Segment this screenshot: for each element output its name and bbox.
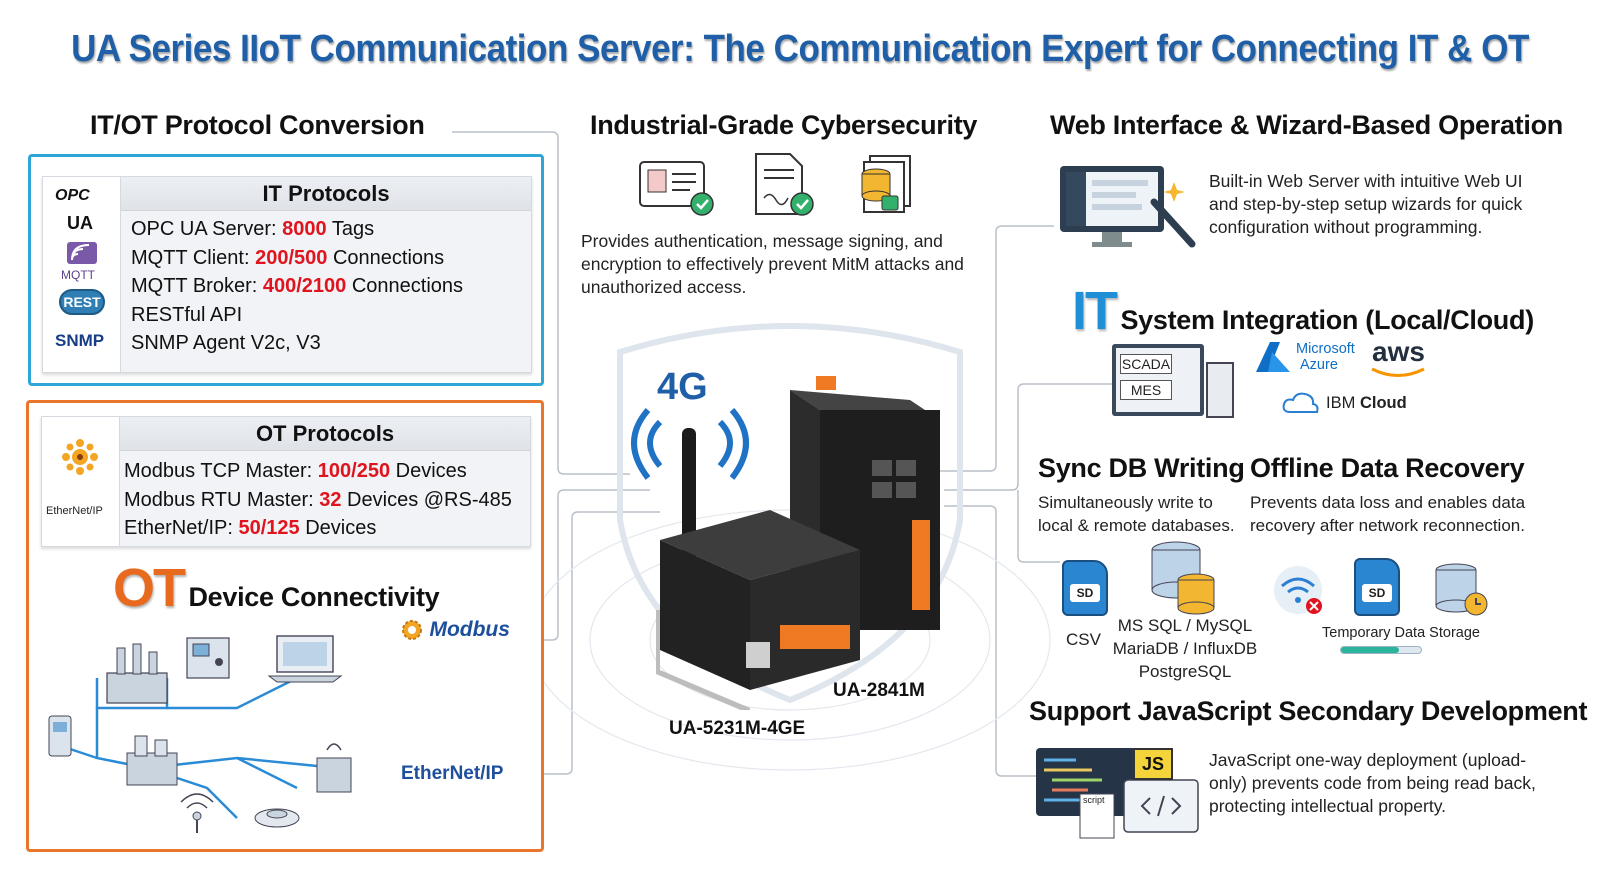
ot-protocols-box: EtherNet/IP OT Protocols Modbus TCP Mast…	[26, 400, 544, 852]
mqtt-icon: MQTT	[61, 268, 95, 282]
ibm-cloud-label: IBM Cloud	[1326, 394, 1407, 412]
list-item: Modbus TCP Master: 100/250 Devices	[124, 460, 467, 482]
aws-logo: aws	[1372, 336, 1425, 367]
page-title: UA Series IIoT Communication Server: The…	[71, 28, 1529, 70]
server-tower-icon	[1206, 362, 1234, 418]
badge-4g: 4G	[657, 366, 708, 408]
wifi-off-icon	[1274, 566, 1322, 614]
it-integration-text: System Integration (Local/Cloud)	[1120, 305, 1534, 335]
cybersecurity-text: Provides authentication, message signing…	[581, 231, 964, 297]
signed-document-icon	[755, 153, 814, 216]
modbus-gear-icon	[402, 620, 422, 640]
hmi-panel-icon	[186, 637, 230, 679]
it-protocols-panel: OPC UA MQTT REST SNMP IT Protocols OPC U…	[42, 176, 532, 373]
list-item: Modbus RTU Master: 32 Devices @RS-485	[124, 488, 512, 511]
device-illustration	[631, 376, 940, 710]
wireless-signal-icon	[631, 408, 749, 480]
gear-cluster-icon	[62, 439, 98, 475]
encrypted-database-icon	[861, 155, 911, 213]
ethernetip-small-icon: EtherNet/IP	[46, 505, 103, 517]
id-card-check-icon	[639, 161, 714, 216]
line-device-to-db	[1017, 490, 1060, 563]
monitor-wizard-icon	[1060, 166, 1196, 248]
ot-protocols-heading: OT Protocols	[120, 417, 530, 451]
model-ua-2841m: UA-2841M	[833, 680, 925, 701]
protocol-conversion-heading: IT/OT Protocol Conversion	[90, 110, 425, 140]
line-ethernetip-to-device	[520, 511, 660, 775]
model-ua-5231m-4ge: UA-5231M-4GE	[669, 718, 806, 739]
snmp-icon: SNMP	[55, 331, 105, 350]
line-device-to-it	[944, 383, 1112, 491]
code-editor-icon	[1036, 748, 1199, 839]
ot-connectivity-text: Device Connectivity	[188, 582, 440, 612]
factory-icon	[106, 643, 168, 704]
opc-icon: OPC	[55, 187, 90, 204]
database-list: MS SQL / MySQL MariaDB / InfluxDB Postgr…	[1112, 616, 1258, 681]
wireless-sensor-icon	[180, 793, 214, 833]
line-device-to-webui	[940, 225, 1054, 472]
ua-5231m-4ge-device	[656, 510, 860, 710]
azure-icon	[1256, 342, 1290, 372]
js-badge-icon: JS	[1133, 748, 1173, 780]
camera-antenna-icon	[316, 743, 352, 793]
storage-progress-fill	[1341, 647, 1399, 653]
offline-recovery-heading: Offline Data Recovery	[1250, 453, 1525, 483]
smoke-detector-icon	[254, 808, 300, 828]
cybersecurity-heading: Industrial-Grade Cybersecurity	[590, 110, 978, 140]
temporary-storage-label: Temporary Data Storage	[1322, 625, 1480, 641]
it-big-label: IT	[1072, 281, 1118, 341]
sd-card-icon: SD	[1062, 560, 1108, 616]
ot-big-label: OT	[113, 558, 186, 618]
sync-db-text: Simultaneously write to local & remote d…	[1038, 493, 1235, 535]
list-item: OPC UA Server: 8000 Tags	[131, 218, 375, 240]
line-protocol-to-device	[452, 131, 630, 475]
tank-plant-icon	[126, 735, 178, 786]
cybersecurity-icons	[639, 153, 911, 216]
csv-label: CSV	[1066, 630, 1101, 649]
list-item: MQTT Client: 200/500 Connections	[131, 246, 445, 269]
azure-label: Microsoft Azure	[1296, 341, 1355, 373]
js-text: JavaScript one-way deployment (upload-on…	[1209, 750, 1536, 816]
ibm-cloud-icon	[1282, 392, 1319, 413]
laptop-icon	[267, 635, 343, 683]
scada-mes-monitor: SCADA MES	[1112, 344, 1204, 416]
list-item: SNMP Agent V2c, V3	[131, 332, 321, 354]
list-item: EtherNet/IP: 50/125 Devices	[124, 517, 377, 539]
web-ui-text: Built-in Web Server with intuitive Web U…	[1209, 171, 1523, 237]
it-protocols-heading: IT Protocols	[121, 177, 531, 211]
ua-icon: UA	[67, 213, 93, 233]
ot-protocols-panel: EtherNet/IP OT Protocols Modbus TCP Mast…	[41, 416, 531, 547]
script-label: script	[1083, 795, 1105, 805]
modbus-label: Modbus	[429, 618, 510, 641]
list-item: MQTT Broker: 400/2100 Connections	[131, 275, 464, 297]
ot-connectivity-heading: OT Device Connectivity	[113, 558, 440, 618]
it-protocols-box: OPC UA MQTT REST SNMP IT Protocols OPC U…	[28, 154, 544, 386]
magic-wand-icon	[1150, 198, 1196, 248]
aws-smile-icon	[1371, 367, 1425, 377]
ot-device-network-illustration	[48, 635, 352, 833]
it-protocol-list: OPC UA Server: 8000 Tags MQTT Client: 20…	[131, 215, 525, 358]
it-integration-heading: IT System Integration (Local/Cloud)	[1072, 284, 1534, 338]
line-device-to-js	[944, 505, 1036, 777]
modbus-logo: Modbus	[399, 617, 510, 643]
scada-label: SCADA	[1120, 354, 1172, 374]
sensor-device-icon	[48, 715, 72, 757]
it-protocol-icons: OPC UA MQTT REST SNMP	[43, 177, 121, 372]
mes-label: MES	[1120, 380, 1172, 400]
database-stack-icon	[1151, 541, 1215, 615]
storage-progress-bar	[1340, 646, 1422, 654]
sync-db-heading: Sync DB Writing	[1038, 453, 1245, 483]
rest-icon: REST	[59, 289, 105, 315]
database-clock-icon	[1435, 563, 1488, 616]
ot-protocol-icons: EtherNet/IP	[42, 417, 120, 546]
js-heading: Support JavaScript Secondary Development	[1029, 696, 1588, 726]
web-ui-heading: Web Interface & Wizard-Based Operation	[1050, 110, 1563, 140]
line-modbus-to-device	[557, 489, 650, 580]
mqtt-waves-icon	[67, 242, 97, 264]
ethernetip-logo: EtherNet/IP	[401, 763, 504, 784]
sd-card-icon: SD	[1354, 558, 1400, 616]
ot-protocol-list: Modbus TCP Master: 100/250 Devices Modbu…	[124, 457, 524, 543]
list-item: RESTful API	[131, 303, 243, 326]
offline-recovery-text: Prevents data loss and enables data reco…	[1250, 493, 1526, 535]
